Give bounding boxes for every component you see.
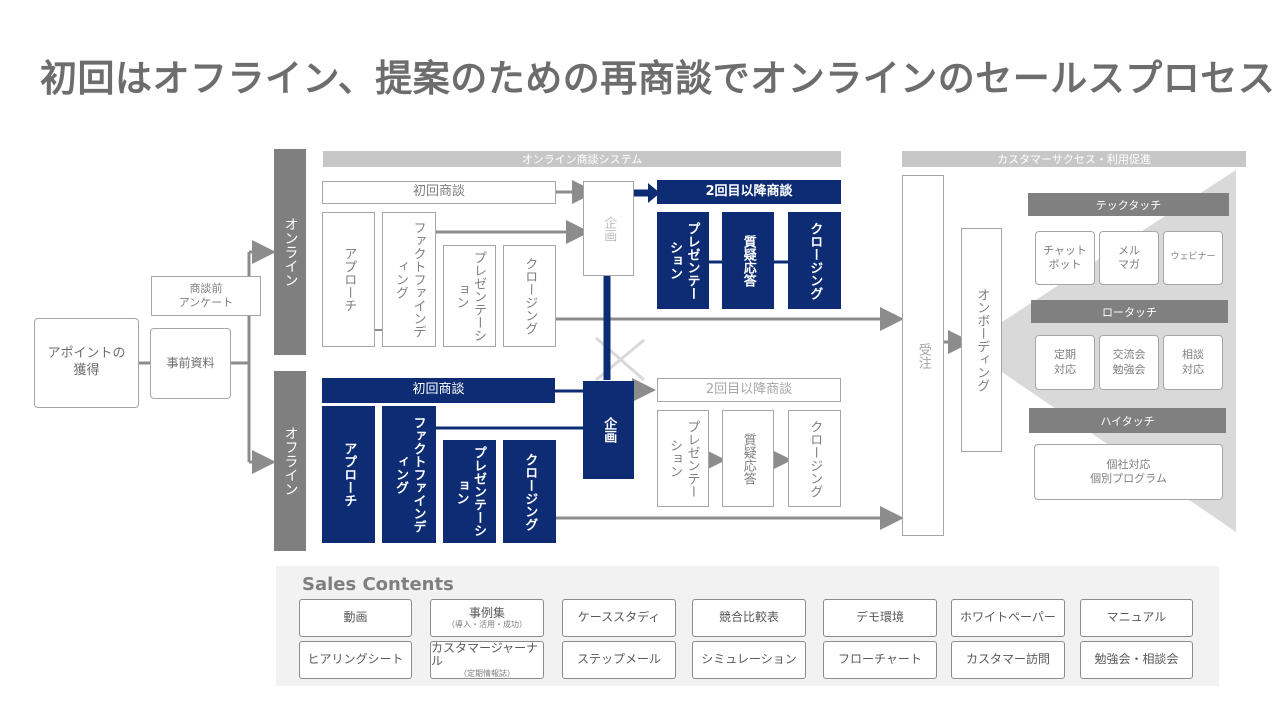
sales-content-label: フローチャート (838, 652, 922, 667)
appointment-box: アポイントの 獲得 (34, 318, 139, 408)
tech-touch-chatbot: チャット ボット (1035, 231, 1095, 285)
offline-step-fact-finding: ファクトファインディング (382, 406, 436, 543)
tech-touch-webinar: ウェビナー (1163, 231, 1223, 285)
online-first-meeting: 初回商談 (322, 181, 556, 204)
sales-content-item: シミュレーション (692, 641, 806, 679)
sales-content-sublabel: （定期情報誌） (459, 669, 515, 679)
sales-content-item: ステップメール (562, 641, 676, 679)
high-touch-label: ハイタッチ (1029, 408, 1226, 433)
offline-planning: 企画 (583, 381, 634, 479)
online-lane-bar: オンライン (274, 149, 306, 355)
offline-second-meeting: 2回目以降商談 (657, 378, 841, 402)
online-step2-qa: 質疑応答 (722, 212, 774, 309)
offline-first-meeting: 初回商談 (322, 378, 555, 403)
high-touch-individual: 個社対応 個別プログラム (1034, 444, 1223, 500)
online-step-approach: アプローチ (322, 212, 375, 347)
online-step-fact-finding: ファクトファインディング (382, 212, 436, 347)
low-touch-regular: 定期 対応 (1035, 335, 1095, 390)
online-step2-closing: クロージング (788, 212, 841, 309)
sales-content-item: カスタマー訪問 (951, 641, 1065, 679)
sales-content-label: ホワイトペーパー (960, 610, 1056, 625)
offline-lane-bar: オフライン (274, 371, 306, 551)
page-title: 初回はオフライン、提案のための再商談でオンラインのセールスプロセス (40, 57, 1276, 100)
sales-content-item: カスタマージャーナル（定期情報誌） (430, 641, 544, 679)
sales-content-label: 動画 (343, 610, 368, 625)
sales-content-label: カスタマー訪問 (965, 652, 1050, 667)
pre-material-box: 事前資料 (150, 328, 231, 399)
offline-step2-closing: クロージング (788, 410, 841, 507)
sales-content-item: フローチャート (823, 641, 937, 679)
sales-content-label: 事例集 (468, 605, 505, 620)
offline-step2-qa: 質疑応答 (722, 410, 774, 507)
sales-content-item: 勉強会・相談会 (1080, 641, 1193, 679)
tech-touch-mail-magazine: メル マガ (1099, 231, 1159, 285)
sales-content-label: 勉強会・相談会 (1094, 652, 1179, 667)
sales-content-sublabel: （導入・活用・成功） (447, 620, 527, 630)
low-touch-label: ロータッチ (1031, 300, 1228, 323)
sales-content-item: ホワイトペーパー (951, 599, 1065, 637)
onboarding-box: オンボーディング (961, 228, 1002, 452)
sales-content-item: デモ環境 (823, 599, 937, 637)
online-second-meeting: 2回目以降商談 (657, 180, 841, 204)
online-step2-presentation: プレゼンテーション (657, 212, 709, 309)
sales-content-label: ケーススタディ (577, 610, 661, 625)
online-planning: 企画 (583, 181, 634, 276)
low-touch-exchange: 交流会 勉強会 (1099, 335, 1159, 390)
sales-content-label: ヒアリングシート (307, 652, 404, 667)
sales-content-label: デモ環境 (855, 610, 904, 625)
sales-content-item: ヒアリングシート (299, 641, 412, 679)
pre-survey-box: 商談前 アンケート (151, 276, 261, 316)
offline-step-closing: クロージング (503, 440, 556, 543)
sales-content-item: 動画 (299, 599, 412, 637)
sales-content-label: シミュレーション (701, 652, 797, 667)
offline-step-approach: アプローチ (322, 406, 375, 543)
sales-content-label: カスタマージャーナル (431, 640, 539, 669)
low-touch-consult: 相談 対応 (1163, 335, 1223, 390)
online-step-closing: クロージング (503, 245, 556, 347)
sales-content-label: 競合比較表 (718, 610, 779, 625)
offline-step-presentation: プレゼンテーション (443, 440, 496, 543)
tech-touch-label: テックタッチ (1028, 193, 1229, 216)
offline-step2-presentation: プレゼンテーション (657, 410, 709, 507)
sales-content-label: マニュアル (1106, 610, 1167, 625)
sales-content-item: 競合比較表 (692, 599, 806, 637)
sales-content-item: ケーススタディ (562, 599, 676, 637)
online-system-header: オンライン商談システム (323, 151, 841, 167)
sales-content-item: マニュアル (1080, 599, 1193, 637)
order-box: 受注 (902, 175, 944, 536)
sales-contents-title: Sales Contents (302, 574, 454, 595)
online-step-presentation: プレゼンテーション (443, 245, 496, 347)
sales-content-label: ステップメール (576, 652, 661, 667)
sales-content-item: 事例集（導入・活用・成功） (430, 599, 544, 637)
customer-success-header: カスタマーサクセス・利用促進 (902, 151, 1246, 167)
